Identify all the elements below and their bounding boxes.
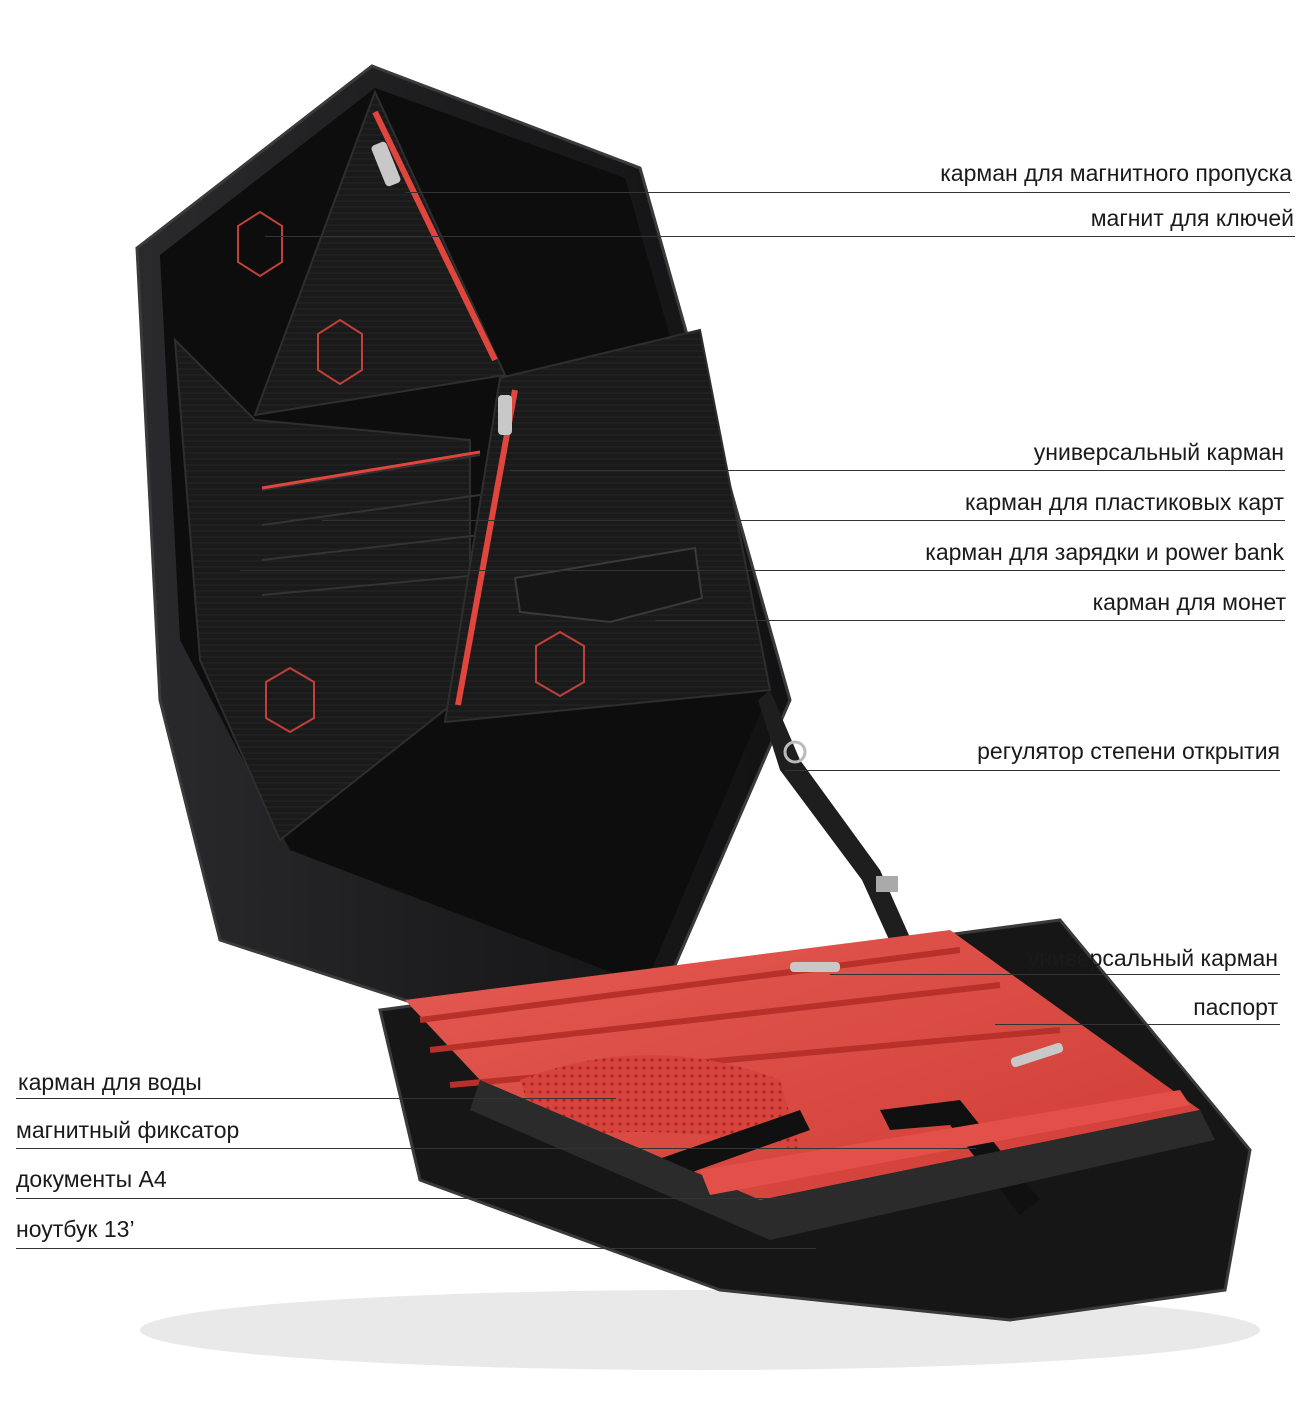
zipper-pull-mid xyxy=(498,395,512,435)
organizer-zipper xyxy=(455,389,518,706)
card-pocket-slots xyxy=(261,454,481,596)
cards-badge xyxy=(265,666,315,734)
label-key-magnet: магнит для ключей xyxy=(1090,205,1294,231)
leader-magnetic-lock xyxy=(16,1148,976,1149)
label-a4-documents: документы А4 xyxy=(16,1166,167,1192)
coin-badge xyxy=(535,630,585,698)
key-magnet-badge xyxy=(237,210,283,278)
label-magnetic-lock: магнитный фиксатор xyxy=(16,1117,240,1143)
strap-ring xyxy=(783,740,807,764)
label-universal-pocket-top: универсальный карман xyxy=(1033,439,1284,465)
label-universal-pocket-bottom: универсальный карман xyxy=(1027,945,1278,971)
label-passport: паспорт xyxy=(1193,994,1278,1020)
leader-water xyxy=(16,1098,616,1099)
label-plastic-cards-pocket: карман для пластиковых карт xyxy=(964,489,1284,515)
zipper-pull-top xyxy=(371,141,401,187)
leader-passport xyxy=(995,1024,1280,1025)
zipper-pull-bottom1 xyxy=(790,962,840,972)
label-charger-pocket: карман для зарядки и power bank xyxy=(925,539,1284,565)
a4-layer xyxy=(700,1090,1190,1195)
laptop-layer xyxy=(470,1080,1215,1240)
leader-laptop xyxy=(16,1248,816,1249)
leader-plastic-cards xyxy=(322,520,1285,521)
label-water-pocket: карман для воды xyxy=(18,1069,202,1095)
label-opening-regulator: регулятор степени открытия xyxy=(977,738,1280,764)
pass-badge xyxy=(317,318,363,386)
card-pocket-red-edge xyxy=(261,450,481,490)
leader-universal-bottom xyxy=(830,974,1280,975)
leader-a4 xyxy=(16,1198,796,1199)
label-magnetic-pass-pocket: карман для магнитного пропуска xyxy=(940,160,1292,186)
label-laptop: ноутбук 13’ xyxy=(16,1216,135,1242)
leader-key-magnet xyxy=(265,236,1295,237)
coin-flap xyxy=(513,546,704,624)
leader-universal-top xyxy=(510,470,1285,471)
water-mesh-pocket xyxy=(520,1055,800,1150)
strap-buckle xyxy=(876,876,898,892)
opening-strap xyxy=(758,690,920,975)
zipper-pull-bottom2 xyxy=(1010,1042,1064,1068)
label-coin-pocket: карман для монет xyxy=(1092,589,1286,615)
leader-charger xyxy=(240,570,1285,571)
front-handle-left xyxy=(656,1110,810,1180)
leader-coin xyxy=(655,620,1285,621)
leader-magnetic-pass xyxy=(405,192,1290,193)
leader-regulator xyxy=(785,770,1280,771)
